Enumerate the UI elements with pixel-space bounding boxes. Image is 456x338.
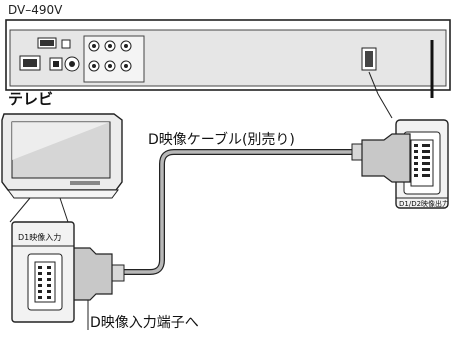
tv-label: テレビ — [8, 90, 54, 108]
tv-illustration — [1, 113, 123, 199]
player-output-jack-label: D1/D2映像出力 — [399, 200, 450, 208]
d-video-cable — [65, 133, 411, 301]
player-model-label: DV–490V — [8, 3, 63, 17]
cable-label: D映像ケーブル(別売り) — [148, 132, 295, 148]
tv-jack-callout — [9, 197, 75, 323]
dvd-player-rear-panel — [5, 19, 451, 98]
instruction-label: D映像入力端子へ — [90, 315, 199, 331]
tv-input-jack-label: D1映像入力 — [18, 233, 62, 242]
